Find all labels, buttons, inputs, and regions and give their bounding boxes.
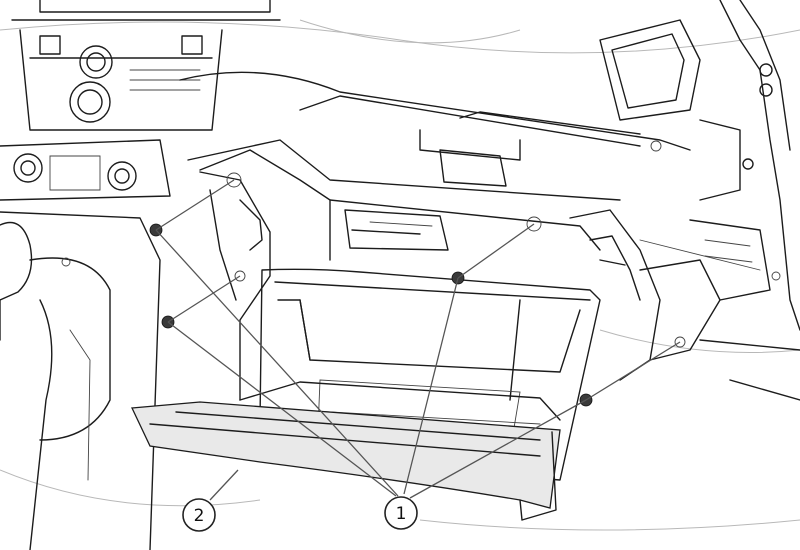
callout-2: 2: [182, 498, 216, 532]
callout-1: 1: [384, 496, 418, 530]
leader-lines: [155, 179, 681, 501]
center-console: [0, 0, 281, 550]
callout-2-label: 2: [194, 506, 205, 526]
callout-1-label: 1: [396, 504, 407, 524]
glovebox-opening-frame: [179, 71, 691, 261]
glovebox-lid: [131, 401, 561, 521]
steering-column: [599, 0, 800, 401]
retaining-screws: [149, 140, 781, 407]
dashboard-background: [0, 19, 800, 531]
